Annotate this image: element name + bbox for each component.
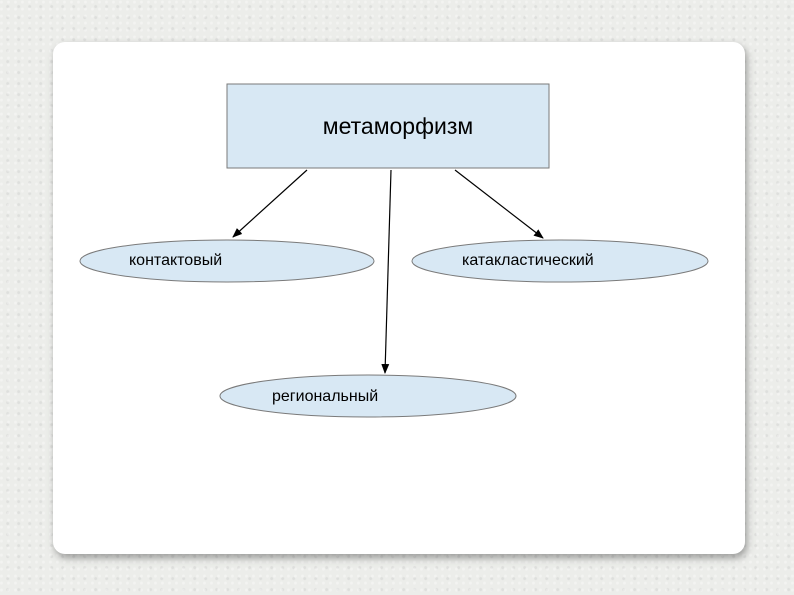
- cataclastic-node-ellipse: [411, 239, 709, 283]
- root-node-box: [226, 83, 550, 169]
- contact-node-ellipse: [79, 239, 375, 283]
- arrow-to-regional: [381, 169, 392, 374]
- regional-node-ellipse: [219, 374, 517, 418]
- arrow-to-cataclastic: [454, 169, 544, 239]
- arrow-to-contact: [232, 169, 308, 238]
